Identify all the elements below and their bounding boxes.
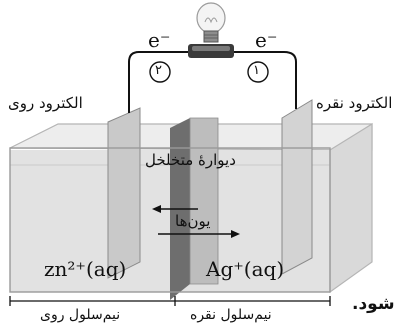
half-cell-brackets bbox=[9, 296, 331, 306]
beaker-front bbox=[9, 147, 331, 293]
zinc-solution-label: zn²⁺(aq) bbox=[44, 257, 127, 281]
silver-electrode bbox=[281, 95, 313, 275]
ion-arrow-left-head bbox=[152, 205, 161, 213]
partition-label: دیوارهٔ متخلخل bbox=[145, 151, 236, 169]
ions-label: یون‌ها bbox=[175, 212, 211, 230]
external-wire bbox=[128, 51, 297, 95]
wire-marker-right bbox=[247, 61, 269, 83]
zinc-electrode-label: الکترود روی bbox=[8, 94, 83, 112]
wire-marker-right-text: ١ bbox=[253, 63, 260, 78]
ion-arrow-right-head bbox=[231, 230, 240, 238]
zinc-half-cell-label: نیم‌سلول روی bbox=[40, 307, 121, 323]
silver-electrode-label: الکترود نقره bbox=[316, 94, 393, 112]
beaker-side bbox=[329, 122, 373, 294]
cropped-text-fragment: شود. bbox=[352, 294, 395, 314]
silver-solution-label: Ag⁺(aq) bbox=[206, 257, 285, 281]
electron-label-left: e⁻ bbox=[148, 28, 171, 52]
light-bulb-icon bbox=[188, 2, 234, 58]
wire-marker-left-text: ٢ bbox=[155, 63, 162, 78]
zinc-electrode bbox=[107, 95, 141, 279]
solution-left bbox=[10, 150, 178, 292]
electron-label-right: e⁻ bbox=[255, 28, 278, 52]
silver-half-cell-label: نیم‌سلول نقره bbox=[190, 307, 272, 323]
wire-marker-left bbox=[149, 61, 171, 83]
